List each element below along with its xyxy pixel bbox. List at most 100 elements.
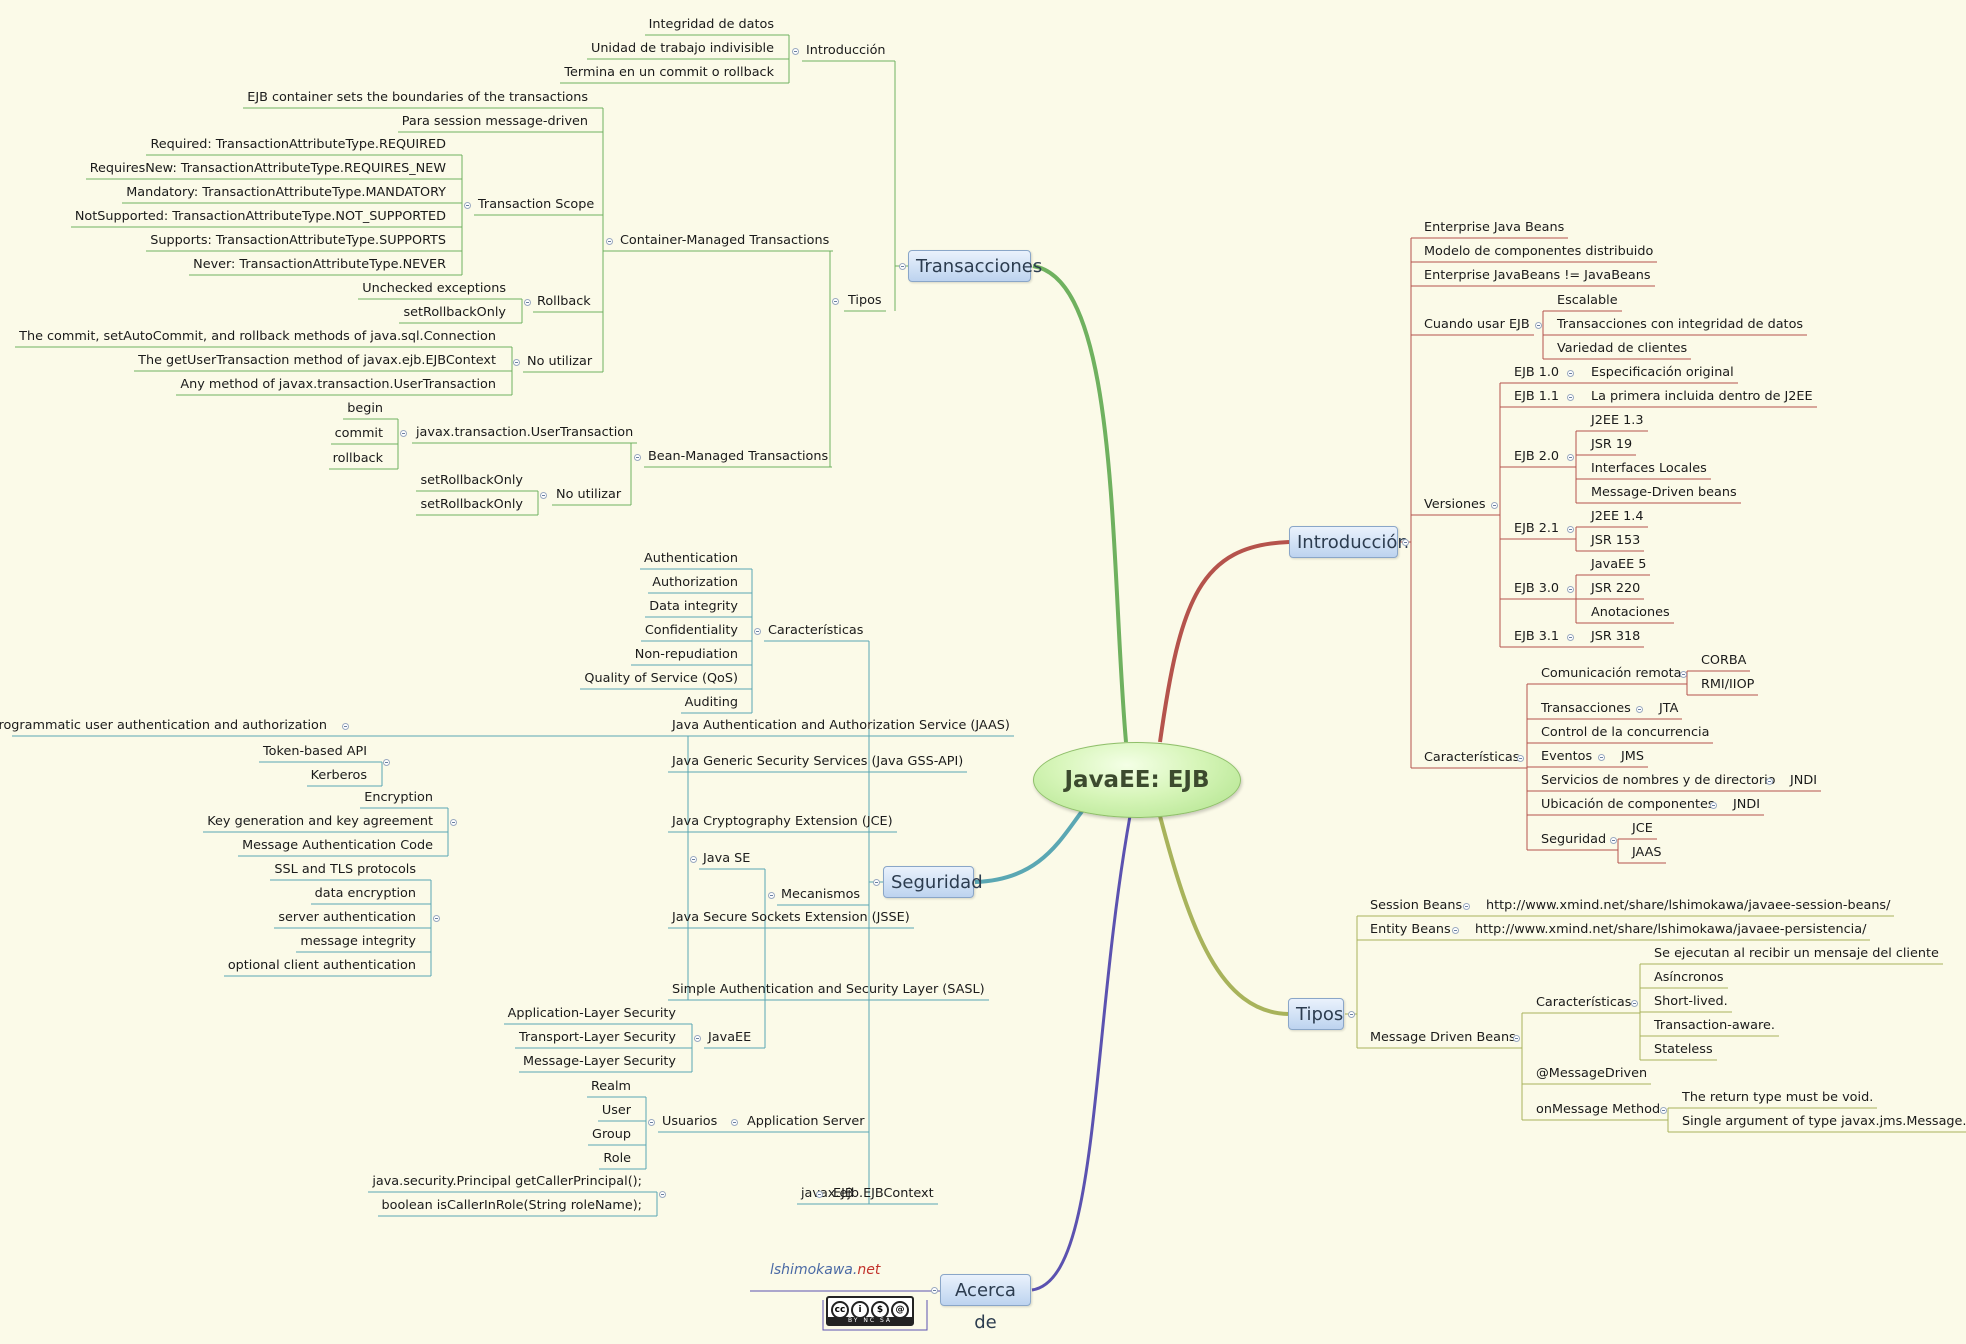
- topic-usuarios[interactable]: Usuarios: [662, 1114, 718, 1129]
- collapse-toggle-icon[interactable]: [1630, 999, 1638, 1007]
- topic-http-www-xmind-net-share-lshimokawa-java[interactable]: http://www.xmind.net/share/lshimokawa/ja…: [1486, 898, 1891, 913]
- main-topic-acerca-de[interactable]: Acerca de: [940, 1274, 1031, 1333]
- collapse-toggle-icon[interactable]: [689, 855, 697, 863]
- collapse-toggle-icon[interactable]: [1566, 393, 1574, 401]
- topic-user[interactable]: User: [601, 1103, 631, 1118]
- topic-caracteristicas[interactable]: Características: [768, 623, 864, 638]
- topic-java-authentication-and-authorization-se[interactable]: Java Authentication and Authorization Se…: [672, 718, 1010, 733]
- topic-ejb-2-0[interactable]: EJB 2.0: [1514, 449, 1560, 464]
- topic-rollback[interactable]: Rollback: [537, 294, 591, 309]
- topic-jndi[interactable]: JNDI: [1790, 773, 1817, 788]
- main-topic-transacciones[interactable]: Transacciones: [908, 250, 1042, 282]
- topic-the-getusertransaction-method-of-javax-e[interactable]: The getUserTransaction method of javax.e…: [138, 353, 496, 368]
- topic-group[interactable]: Group: [592, 1127, 631, 1142]
- topic-stateless[interactable]: Stateless: [1654, 1042, 1713, 1057]
- collapse-toggle-icon[interactable]: [463, 201, 471, 209]
- topic-jsr-19[interactable]: JSR 19: [1591, 437, 1633, 452]
- topic-eventos[interactable]: Eventos: [1541, 749, 1593, 764]
- topic-java-cryptography-extension-jce[interactable]: Java Cryptography Extension (JCE): [672, 814, 893, 829]
- collapse-toggle-icon[interactable]: [1709, 801, 1717, 809]
- topic-tipos[interactable]: Tipos: [848, 293, 882, 308]
- topic-ejb-1-0[interactable]: EJB 1.0: [1514, 365, 1560, 380]
- topic-modelo-de-componentes-distribuido[interactable]: Modelo de componentes distribuido: [1424, 244, 1654, 259]
- collapse-toggle-icon[interactable]: [1534, 321, 1542, 329]
- collapse-toggle-icon[interactable]: [382, 758, 390, 766]
- topic-escalable[interactable]: Escalable: [1557, 293, 1618, 308]
- collapse-toggle-icon[interactable]: [753, 627, 761, 635]
- topic-entity-beans[interactable]: Entity Beans: [1370, 922, 1451, 937]
- topic-seguridad[interactable]: Seguridad: [1541, 832, 1607, 847]
- topic-se-ejecutan-al-recibir-un-mensaje-del-cl[interactable]: Se ejecutan al recibir un mensaje del cl…: [1654, 946, 1939, 961]
- topic-java-secure-sockets-extension-jsse[interactable]: Java Secure Sockets Extension (JSSE): [672, 910, 910, 925]
- topic-integridad-de-datos[interactable]: Integridad de datos: [648, 17, 774, 32]
- topic-mecanismos[interactable]: Mecanismos: [781, 887, 861, 902]
- topic-ejb-container-sets-the-boundaries-of-the[interactable]: EJB container sets the boundaries of the…: [247, 90, 588, 105]
- topic-role[interactable]: Role: [603, 1151, 631, 1166]
- topic-transaction-scope[interactable]: Transaction Scope: [478, 197, 595, 212]
- topic-asincronos[interactable]: Asíncronos: [1654, 970, 1724, 985]
- topic-commit[interactable]: commit: [334, 426, 383, 441]
- topic-cuando-usar-ejb[interactable]: Cuando usar EJB: [1424, 317, 1530, 332]
- topic-corba[interactable]: CORBA: [1701, 653, 1747, 668]
- topic-data-encryption[interactable]: data encryption: [314, 886, 416, 901]
- collapse-toggle-icon[interactable]: [872, 878, 880, 886]
- collapse-toggle-icon[interactable]: [341, 722, 349, 730]
- topic-notsupported-transactionattributetype-no[interactable]: NotSupported: TransactionAttributeType.N…: [74, 209, 446, 224]
- main-topic-seguridad[interactable]: Seguridad: [883, 866, 983, 898]
- collapse-toggle-icon[interactable]: [1490, 501, 1498, 509]
- topic-non-repudiation[interactable]: Non-repudiation: [634, 647, 738, 662]
- collapse-toggle-icon[interactable]: [1566, 369, 1574, 377]
- topic-http-www-xmind-net-share-lshimokawa-java[interactable]: http://www.xmind.net/share/lshimokawa/ja…: [1475, 922, 1867, 937]
- collapse-toggle-icon[interactable]: [898, 262, 906, 270]
- topic-messagedriven[interactable]: @MessageDriven: [1536, 1066, 1648, 1081]
- topic-confidentiality[interactable]: Confidentiality: [644, 623, 738, 638]
- topic-ubicacion-de-componentes[interactable]: Ubicación de componentes: [1541, 797, 1715, 812]
- collapse-toggle-icon[interactable]: [730, 1118, 738, 1126]
- collapse-toggle-icon[interactable]: [1566, 525, 1574, 533]
- topic-especificacion-original[interactable]: Especificación original: [1591, 365, 1734, 380]
- topic-servicios-de-nombres-y-de-directorio[interactable]: Servicios de nombres y de directorio: [1541, 773, 1776, 788]
- topic-data-integrity[interactable]: Data integrity: [649, 599, 738, 614]
- collapse-toggle-icon[interactable]: [633, 453, 641, 461]
- topic-no-utilizar[interactable]: No utilizar: [556, 487, 622, 502]
- collapse-toggle-icon[interactable]: [791, 47, 799, 55]
- main-topic-introduccion[interactable]: Introducción: [1289, 526, 1409, 558]
- topic-bean-managed-transactions[interactable]: Bean-Managed Transactions: [648, 449, 829, 464]
- topic-never-transactionattributetype-never[interactable]: Never: TransactionAttributeType.NEVER: [193, 257, 446, 272]
- collapse-toggle-icon[interactable]: [1401, 538, 1409, 546]
- topic-single-argument-of-type-javax-jms-messag[interactable]: Single argument of type javax.jms.Messag…: [1682, 1114, 1966, 1129]
- topic-supports-transactionattributetype-suppor[interactable]: Supports: TransactionAttributeType.SUPPO…: [150, 233, 446, 248]
- topic-message-driven-beans[interactable]: Message-Driven beans: [1591, 485, 1737, 500]
- topic-jndi[interactable]: JNDI: [1733, 797, 1760, 812]
- collapse-toggle-icon[interactable]: [1512, 1034, 1520, 1042]
- topic-jsr-318[interactable]: JSR 318: [1591, 629, 1641, 644]
- topic-jms[interactable]: JMS: [1621, 749, 1644, 764]
- topic-simple-authentication-and-security-layer[interactable]: Simple Authentication and Security Layer…: [672, 982, 985, 997]
- topic-versiones[interactable]: Versiones: [1424, 497, 1486, 512]
- topic-setrollbackonly[interactable]: setRollbackOnly: [420, 497, 523, 512]
- topic-ejb-3-1[interactable]: EJB 3.1: [1514, 629, 1560, 644]
- collapse-toggle-icon[interactable]: [432, 914, 440, 922]
- collapse-toggle-icon[interactable]: [1462, 902, 1470, 910]
- topic-jaas[interactable]: JAAS: [1632, 845, 1662, 860]
- topic-anotaciones[interactable]: Anotaciones: [1591, 605, 1670, 620]
- topic-rmi-iiop[interactable]: RMI/IIOP: [1701, 677, 1755, 692]
- topic-transacciones-con-integridad-de-datos[interactable]: Transacciones con integridad de datos: [1557, 317, 1804, 332]
- topic-message-layer-security[interactable]: Message-Layer Security: [522, 1054, 676, 1069]
- topic-j2ee-1-4[interactable]: J2EE 1.4: [1591, 509, 1644, 524]
- topic-transacciones[interactable]: Transacciones: [1541, 701, 1631, 716]
- topic-encryption[interactable]: Encryption: [364, 790, 433, 805]
- topic-la-primera-incluida-dentro-de-j2ee[interactable]: La primera incluida dentro de J2EE: [1591, 389, 1813, 404]
- topic-jsr-153[interactable]: JSR 153: [1591, 533, 1641, 548]
- collapse-toggle-icon[interactable]: [523, 298, 531, 306]
- topic-any-method-of-javax-transaction-usertran[interactable]: Any method of javax.transaction.UserTran…: [180, 377, 496, 392]
- topic-authentication[interactable]: Authentication: [644, 551, 738, 566]
- topic-enterprise-java-beans[interactable]: Enterprise Java Beans: [1424, 220, 1565, 235]
- topic-ejb-3-0[interactable]: EJB 3.0: [1514, 581, 1560, 596]
- topic-jta[interactable]: JTA: [1659, 701, 1679, 716]
- collapse-toggle-icon[interactable]: [1597, 753, 1605, 761]
- topic-session-beans[interactable]: Session Beans: [1370, 898, 1463, 913]
- topic-javax-transaction-usertransaction[interactable]: javax.transaction.UserTransaction: [416, 425, 634, 440]
- collapse-toggle-icon[interactable]: [605, 237, 613, 245]
- topic-javax-ejb-ejbcontext[interactable]: javax.ejb.EJBContext: [801, 1186, 934, 1201]
